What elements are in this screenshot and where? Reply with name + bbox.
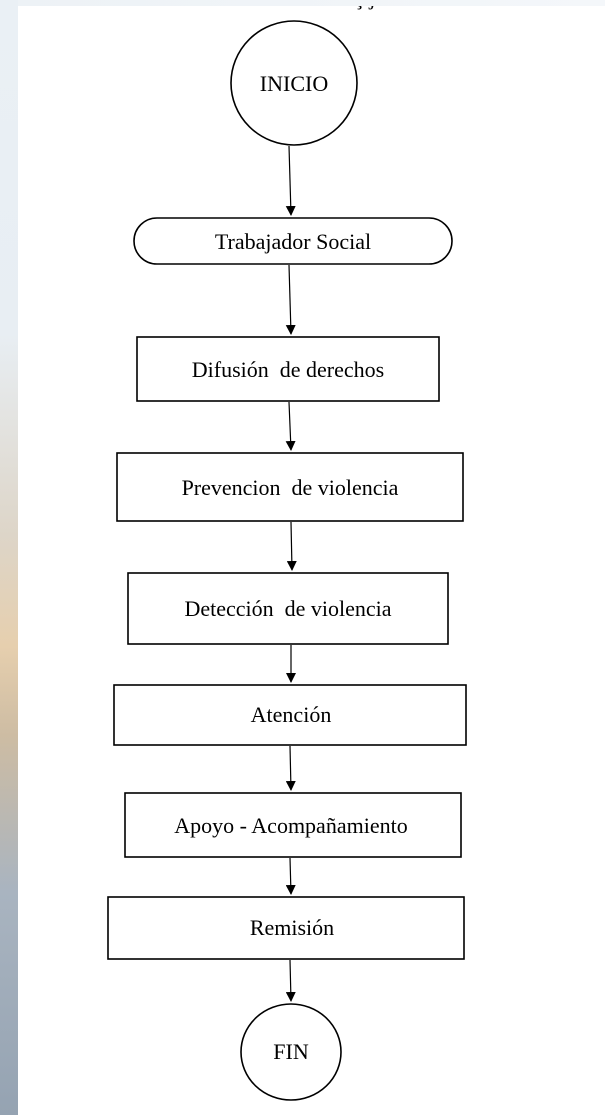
edge-inicio-to-trabajador — [285, 145, 296, 216]
process-box — [127, 572, 449, 645]
node-deteccion: Detección de violencia — [127, 572, 449, 645]
node-remision-label: Remisión — [250, 915, 334, 940]
end-ellipse — [240, 1003, 342, 1101]
process-box — [136, 336, 440, 402]
node-atencion: Atención — [113, 684, 467, 746]
node-fin-label: FIN — [273, 1039, 309, 1064]
process-box — [113, 684, 467, 746]
node-inicio: INICIO — [230, 20, 358, 146]
flowchart: ç ǰ INICIO Trabajador Social Difusión de… — [107, 6, 467, 1101]
node-prevencion: Prevencion de violencia — [116, 452, 464, 522]
process-box — [124, 792, 462, 858]
edge-trabajador-to-difusion — [285, 264, 296, 335]
top-background-strip — [18, 0, 605, 6]
process-box — [116, 452, 464, 522]
process-box — [107, 896, 465, 960]
edge-atencion-to-apoyo — [285, 745, 296, 791]
background-photo-strip — [0, 0, 18, 1115]
node-remision: Remisión — [107, 896, 465, 960]
diagram-canvas: ç ǰ INICIO Trabajador Social Difusión de… — [18, 6, 605, 1115]
edge-remision-to-fin — [285, 959, 296, 1002]
edge-prevencion-to-deteccion — [286, 521, 297, 571]
node-trabajador-social: Trabajador Social — [133, 217, 453, 265]
node-inicio-label: INICIO — [260, 71, 328, 96]
node-atencion-label: Atención — [251, 702, 332, 727]
node-apoyo-label: Apoyo - Acompañamiento — [174, 813, 407, 838]
node-apoyo: Apoyo - Acompañamiento — [124, 792, 462, 858]
node-difusion-label: Difusión de derechos — [192, 357, 384, 382]
terminal-shape — [133, 217, 453, 265]
top-partial-text: ç ǰ — [354, 6, 376, 10]
node-difusion: Difusión de derechos — [136, 336, 440, 402]
edge-apoyo-to-remision — [285, 857, 296, 895]
edges-layer — [285, 145, 297, 1002]
node-trabajador-social-label: Trabajador Social — [215, 229, 371, 254]
node-deteccion-label: Detección de violencia — [184, 596, 391, 621]
edge-difusion-to-prevencion — [285, 401, 296, 451]
start-ellipse — [230, 20, 358, 146]
node-prevencion-label: Prevencion de violencia — [182, 475, 399, 500]
node-fin: FIN — [240, 1003, 342, 1101]
